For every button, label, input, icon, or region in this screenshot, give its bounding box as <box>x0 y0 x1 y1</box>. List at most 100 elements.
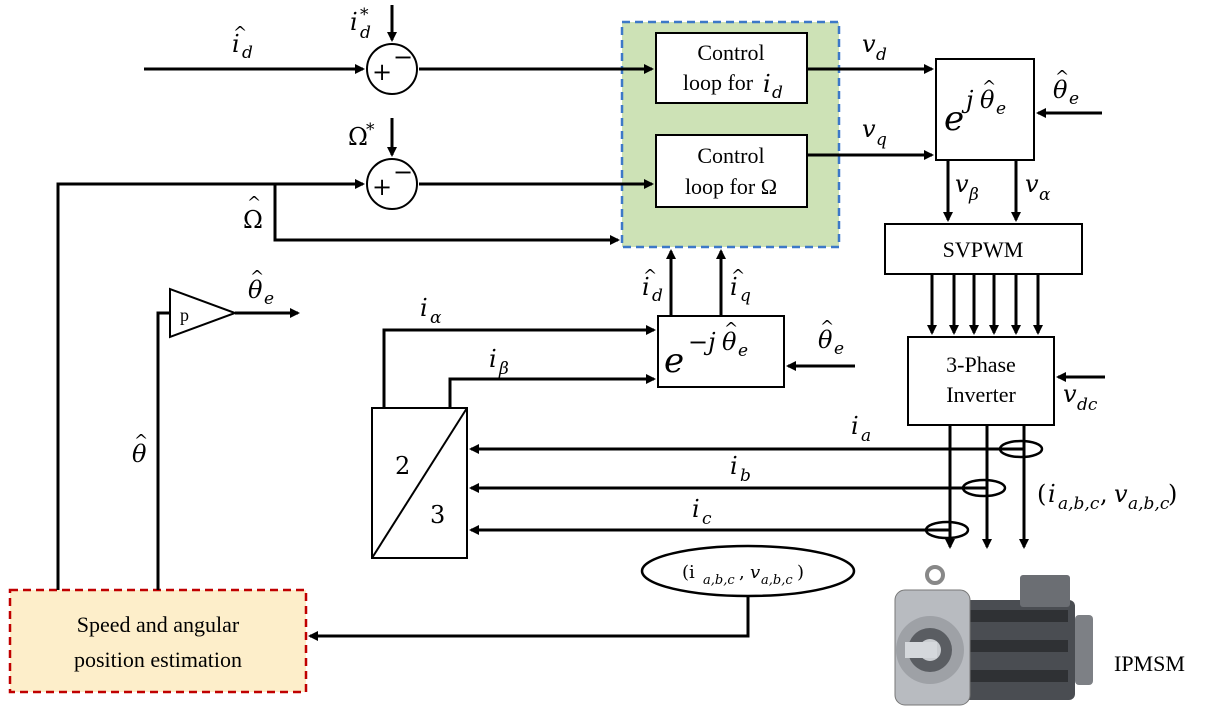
svg-text:i: i <box>350 8 358 36</box>
svg-text:α: α <box>430 308 442 328</box>
svg-text:a,b,c: a,b,c <box>1058 494 1100 514</box>
estimator-line1: Speed and angular <box>77 612 240 637</box>
label-omega-hat: Ω ^ <box>243 193 263 234</box>
label-ib: i b <box>730 452 751 486</box>
ipmsm-motor-image <box>894 565 1093 706</box>
sum-omega-plus: + <box>372 173 392 201</box>
label-vd: v d <box>862 30 887 65</box>
control-loop-omega-block <box>655 134 808 208</box>
label-theta-e-gain-out: θ ^ e <box>248 267 274 309</box>
control-loop-omega-line2: loop for Ω <box>685 174 777 199</box>
svg-text:θ: θ <box>132 440 147 468</box>
rotation-forward-hat: ^ <box>982 77 996 97</box>
svg-text:^: ^ <box>233 23 247 43</box>
control-loop-id-block <box>655 32 808 104</box>
gain-p-label: p <box>180 305 189 325</box>
svg-text:*: * <box>366 120 375 140</box>
label-id-hat-feedback: i ^ d <box>642 266 663 306</box>
svpwm-block <box>884 223 1083 275</box>
label-vdc: v dc <box>1063 380 1098 415</box>
svg-text:β: β <box>968 185 979 205</box>
control-loop-id-line1: Control <box>697 40 764 65</box>
svpwm-label: SVPWM <box>943 237 1024 262</box>
svg-text:Ω: Ω <box>243 206 263 234</box>
svg-text:): ) <box>1168 480 1177 508</box>
svg-text:q: q <box>740 286 751 306</box>
svg-text:a,b,c: a,b,c <box>761 573 793 588</box>
label-ia: i a <box>851 412 871 446</box>
inverter-line1: 3-Phase <box>946 352 1016 377</box>
wire-omega-feedback <box>56 179 365 590</box>
control-loop-omega-line1: Control <box>697 143 764 168</box>
inverter-line2: Inverter <box>946 382 1016 407</box>
rotation-inverse-hat: ^ <box>724 319 738 339</box>
label-id-star: i * d <box>350 5 371 43</box>
rotation-inverse-exp: −j <box>688 328 716 356</box>
svg-text:i: i <box>692 495 700 523</box>
svg-text:v: v <box>1063 380 1077 408</box>
svg-text:(i: (i <box>682 562 695 583</box>
svg-text:i: i <box>851 412 859 440</box>
label-vbeta: v β <box>955 170 979 205</box>
control-loop-id-subsub: d <box>772 83 783 103</box>
label-ic: i c <box>692 495 712 529</box>
label-abc-measurements: ( i a,b,c , v a,b,c ) <box>1037 480 1177 514</box>
label-measurement-bubble: (i a,b,c , v a,b,c ) <box>682 562 804 588</box>
svg-text:dc: dc <box>1077 395 1098 415</box>
wire-ialpha <box>382 325 656 408</box>
wire-theta-hat <box>156 311 170 590</box>
current-sensor-b <box>961 478 1007 498</box>
svg-text:i: i <box>730 273 738 301</box>
label-vq: v q <box>862 115 887 150</box>
svg-text:,: , <box>739 562 745 583</box>
svg-text:θ: θ <box>1053 76 1068 104</box>
rotation-inverse-base: e <box>664 341 684 381</box>
current-sensor-c <box>924 520 970 540</box>
wire-measurements-to-estimator <box>308 596 750 641</box>
label-theta-e-inverse: θ ^ e <box>818 317 844 359</box>
label-theta-e-forward: θ ^ e <box>1053 67 1079 109</box>
svg-text:(: ( <box>1037 480 1046 508</box>
svg-text:^: ^ <box>250 267 264 287</box>
svg-text:a,b,c: a,b,c <box>1128 494 1170 514</box>
label-ialpha: i α <box>420 294 442 328</box>
rotation-forward-block <box>935 58 1035 161</box>
svg-text:v: v <box>750 562 760 583</box>
sum-junction-id <box>366 43 418 95</box>
svg-text:^: ^ <box>1055 67 1069 87</box>
svg-text:a,b,c: a,b,c <box>703 573 735 588</box>
label-omega-star: Ω * <box>348 120 375 151</box>
svg-text:α: α <box>1039 185 1051 205</box>
svg-text:v: v <box>1114 480 1128 508</box>
transform-diagonal <box>371 407 468 559</box>
svg-text:i: i <box>730 452 738 480</box>
svg-text:^: ^ <box>820 317 834 337</box>
transform-bottom-label: 3 <box>430 501 445 529</box>
svg-text:v: v <box>862 30 876 58</box>
measurement-bubble <box>640 544 856 598</box>
svg-text:β: β <box>498 359 509 379</box>
svg-text:): ) <box>797 562 804 583</box>
svg-text:^: ^ <box>643 266 657 286</box>
svg-text:d: d <box>360 23 371 43</box>
svg-text:θ: θ <box>818 326 833 354</box>
estimator-line2: position estimation <box>74 647 242 672</box>
label-ibeta: i β <box>489 345 509 379</box>
rotation-inverse-sub: e <box>738 341 748 361</box>
svg-text:^: ^ <box>731 266 745 286</box>
sum-id-minus: − <box>393 43 413 71</box>
svg-text:e: e <box>264 289 274 309</box>
svg-text:,: , <box>1100 480 1108 508</box>
svg-text:c: c <box>702 509 712 529</box>
sum-omega-minus: − <box>393 158 413 186</box>
svg-text:e: e <box>1069 89 1079 109</box>
control-loop-id-line2: loop for <box>683 70 754 95</box>
rotation-inverse-theta: θ <box>722 328 737 356</box>
rotation-forward-theta: θ <box>980 86 995 114</box>
svg-text:v: v <box>955 170 969 198</box>
estimator-block <box>8 588 308 694</box>
rotation-forward-base: e <box>944 99 964 139</box>
svg-text:Ω: Ω <box>348 123 368 151</box>
svg-text:*: * <box>360 5 369 25</box>
